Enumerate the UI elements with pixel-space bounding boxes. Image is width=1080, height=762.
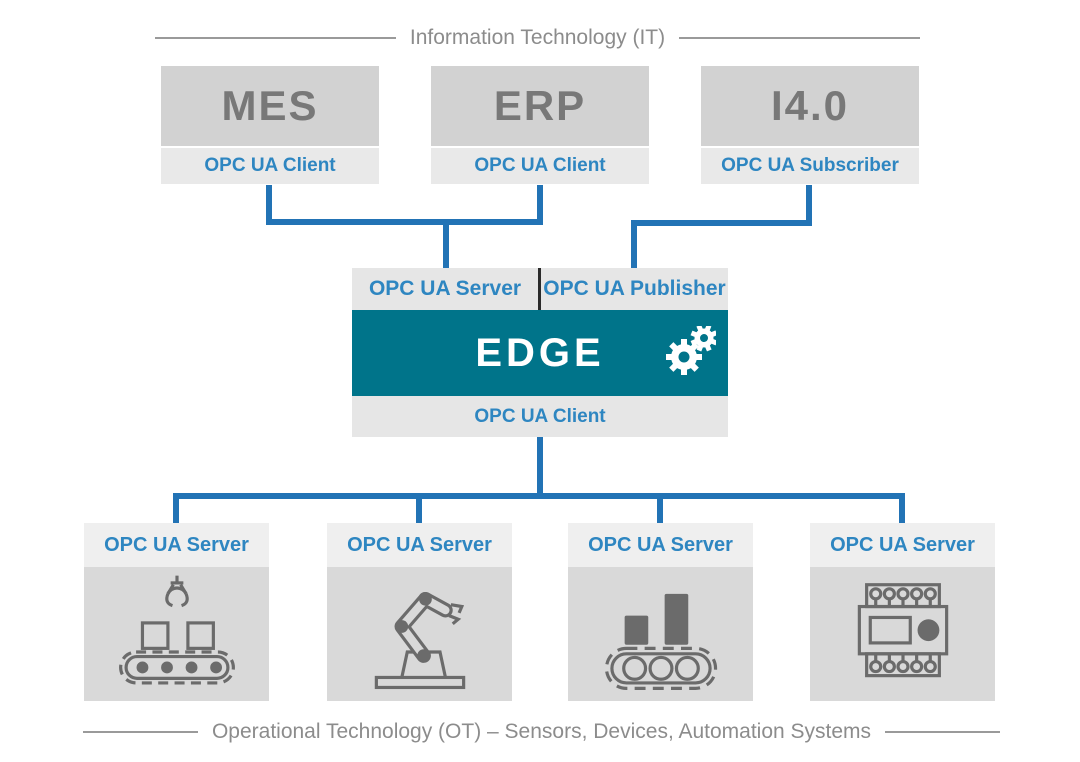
erp-role-strip: OPC UA Client xyxy=(431,146,649,184)
connector-server4-drop xyxy=(899,493,905,523)
edge-client-label: OPC UA Client xyxy=(474,405,606,427)
mes-box: MES OPC UA Client xyxy=(161,66,379,186)
i40-role-label: OPC UA Subscriber xyxy=(721,155,899,176)
divider-line xyxy=(155,37,396,39)
ot-section-title: Operational Technology (OT) – Sensors, D… xyxy=(211,720,872,743)
ot-server-box-3: OPC UA Server xyxy=(568,523,753,701)
connector-edge-down xyxy=(537,437,543,499)
ot-server4-body xyxy=(810,567,995,701)
ot-server3-label: OPC UA Server xyxy=(588,533,733,556)
divider-line xyxy=(885,731,1000,733)
ot-server3-body xyxy=(568,567,753,701)
ot-server1-body xyxy=(84,567,269,701)
connector-right-bus xyxy=(631,220,812,226)
conveyor-packages-icon xyxy=(591,572,731,697)
connector-left-bus xyxy=(266,219,543,225)
ot-server2-label: OPC UA Server xyxy=(347,533,492,556)
connector-mes-down xyxy=(266,185,272,222)
ot-server3-header: OPC UA Server xyxy=(568,523,753,567)
it-section-title-row: Information Technology (IT) xyxy=(155,26,921,50)
connector-i40-down xyxy=(806,185,812,223)
connector-server2-drop xyxy=(416,493,422,523)
i40-role-strip: OPC UA Subscriber xyxy=(701,146,919,184)
ot-server-box-4: OPC UA Server xyxy=(810,523,995,701)
connector-erp-down xyxy=(537,185,543,222)
connector-server3-drop xyxy=(657,493,663,523)
connector-server1-drop xyxy=(173,493,179,523)
gears-icon xyxy=(662,324,718,383)
plc-controller-icon xyxy=(833,572,973,697)
i40-box-main: I4.0 xyxy=(701,66,919,146)
erp-role-label: OPC UA Client xyxy=(474,155,606,176)
mes-box-main: MES xyxy=(161,66,379,146)
edge-client-strip: OPC UA Client xyxy=(352,396,728,437)
ot-server2-body xyxy=(327,567,512,701)
erp-box-main: ERP xyxy=(431,66,649,146)
edge-cell-divider xyxy=(538,268,541,310)
mes-title: MES xyxy=(221,82,319,129)
erp-title: ERP xyxy=(493,82,587,129)
ot-server4-label: OPC UA Server xyxy=(830,533,975,556)
connector-bottom-bus xyxy=(173,493,905,499)
edge-server-cell: OPC UA Server xyxy=(352,268,538,310)
connector-to-edge-server xyxy=(443,219,449,268)
divider-line xyxy=(83,731,198,733)
edge-publisher-cell: OPC UA Publisher xyxy=(541,268,728,310)
i40-box: I4.0 OPC UA Subscriber xyxy=(701,66,919,186)
ot-server-box-1: OPC UA Server xyxy=(84,523,269,701)
mes-role-strip: OPC UA Client xyxy=(161,146,379,184)
ot-server1-header: OPC UA Server xyxy=(84,523,269,567)
it-section-title: Information Technology (IT) xyxy=(409,26,666,49)
robot-arm-icon xyxy=(350,572,490,697)
edge-title: EDGE xyxy=(475,330,605,375)
erp-box: ERP OPC UA Client xyxy=(431,66,649,186)
edge-publisher-label: OPC UA Publisher xyxy=(543,277,726,300)
ot-server-box-2: OPC UA Server xyxy=(327,523,512,701)
edge-server-label: OPC UA Server xyxy=(368,277,522,300)
ot-server4-header: OPC UA Server xyxy=(810,523,995,567)
edge-band: EDGE xyxy=(352,310,728,396)
gripper-conveyor-icon xyxy=(107,572,247,697)
ot-section-title-row: Operational Technology (OT) – Sensors, D… xyxy=(83,719,1000,745)
ot-server1-label: OPC UA Server xyxy=(104,533,249,556)
i40-title: I4.0 xyxy=(770,82,850,129)
ot-server2-header: OPC UA Server xyxy=(327,523,512,567)
mes-role-label: OPC UA Client xyxy=(204,155,336,176)
divider-line xyxy=(679,37,921,39)
connector-to-edge-publisher xyxy=(631,220,637,268)
